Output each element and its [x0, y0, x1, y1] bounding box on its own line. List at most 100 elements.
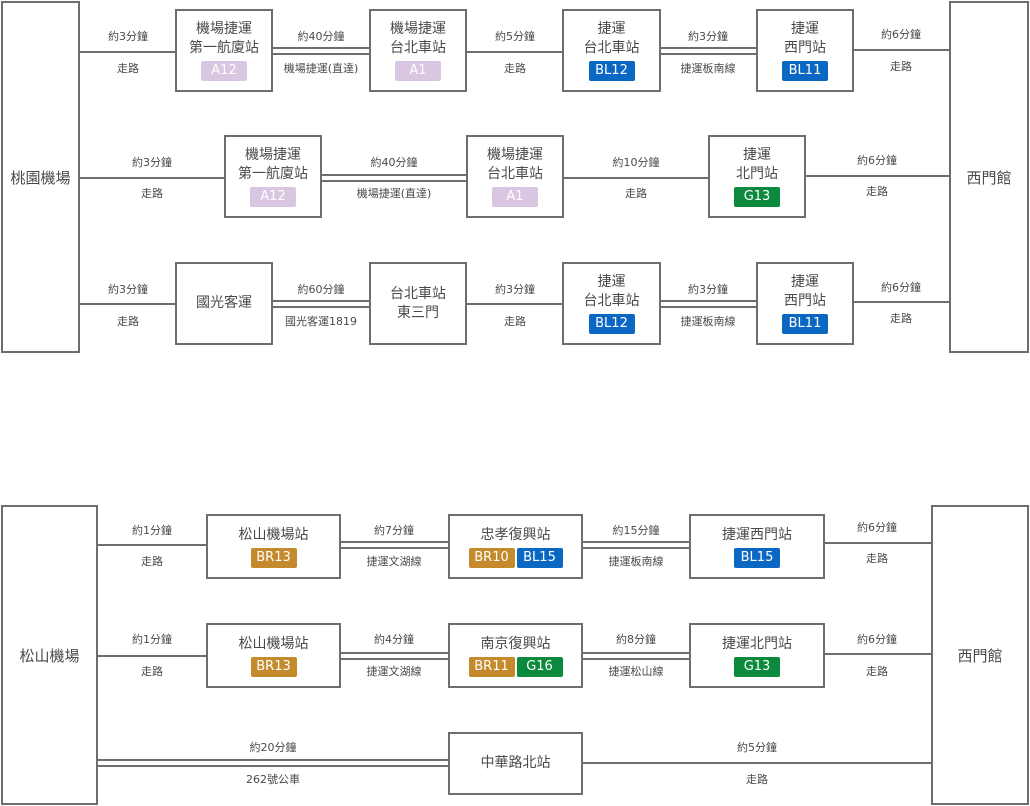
segment-time: 約3分鐘 — [688, 30, 728, 43]
line-code-badge: G13 — [734, 187, 780, 207]
line-code-badge: A1 — [395, 61, 441, 81]
segment-mode: 機場捷運(直達) — [283, 62, 359, 75]
segment-time: 約5分鐘 — [495, 30, 535, 43]
segment-mode: 走路 — [504, 315, 526, 328]
station-name: 機場捷運 — [196, 21, 252, 37]
line-code-badge: BR13 — [250, 547, 297, 568]
station-box: 捷運 西門站 BL11 — [756, 9, 854, 92]
station-name: 台北車站 — [390, 40, 446, 56]
segment-mode: 走路 — [890, 60, 912, 73]
station-name: 台北車站 — [487, 166, 543, 182]
terminal-label: 西門館 — [966, 168, 1012, 187]
station-box: 松山機場站 BR13 — [206, 623, 341, 688]
station-name: 捷運 — [791, 274, 819, 290]
segment-mode: 捷運松山線 — [608, 665, 664, 678]
line-code-badge: BR13 — [250, 656, 297, 677]
station-name: 機場捷運 — [245, 147, 301, 163]
segment-time: 約4分鐘 — [374, 633, 414, 646]
station-name: 西門站 — [784, 40, 826, 56]
station-box: 捷運北門站 G13 — [689, 623, 825, 688]
station-box: 機場捷運 第一航廈站 A12 — [224, 135, 322, 218]
segment-mode: 走路 — [141, 665, 163, 678]
station-box: 捷運 台北車站 BL12 — [562, 9, 661, 92]
segment-time: 約8分鐘 — [616, 633, 656, 646]
station-name: 捷運 — [743, 147, 771, 163]
station-name: 台北車站 — [583, 40, 640, 56]
segment-time: 約60分鐘 — [297, 283, 345, 296]
segment-time: 約1分鐘 — [132, 633, 172, 646]
station-name: 捷運 — [791, 21, 819, 37]
station-name: 中華路北站 — [480, 755, 551, 771]
station-name: 第一航廈站 — [238, 166, 308, 182]
station-name: 松山機場站 — [238, 635, 309, 652]
station-name: 捷運西門站 — [722, 526, 792, 543]
segment-time: 約1分鐘 — [132, 524, 172, 537]
segment-mode: 捷運板南線 — [680, 62, 736, 75]
station-name: 捷運 — [597, 21, 626, 37]
station-name: 台北車站 — [390, 285, 446, 302]
segment-mode: 捷運文湖線 — [366, 665, 422, 678]
station-name: 機場捷運 — [390, 21, 446, 37]
station-box: 機場捷運 第一航廈站 A12 — [175, 9, 273, 92]
segment-time: 約3分鐘 — [688, 283, 728, 296]
station-box: 捷運 西門站 BL11 — [756, 262, 854, 345]
segment-time: 約3分鐘 — [132, 156, 172, 169]
station-name: 忠孝復興站 — [480, 526, 551, 543]
segment-mode: 捷運板南線 — [608, 555, 664, 568]
segment-time: 約6分鐘 — [881, 28, 921, 41]
station-box: 松山機場站 BR13 — [206, 514, 341, 579]
station-name: 台北車站 — [583, 293, 640, 309]
line-code-badge: G16 — [516, 656, 563, 677]
station-box: 台北車站 東三門 — [369, 262, 467, 345]
line-code-badge: A12 — [201, 61, 247, 81]
line-code-badge: BL12 — [588, 61, 635, 81]
station-box: 捷運西門站 BL15 — [689, 514, 825, 579]
station-box: 捷運 北門站 G13 — [708, 135, 806, 218]
station-name: 第一航廈站 — [189, 40, 259, 56]
line-code-badge: BL12 — [588, 314, 635, 334]
line-code-badge: A1 — [492, 187, 538, 207]
segment-time: 約6分鐘 — [857, 154, 897, 167]
segment-mode: 捷運文湖線 — [366, 555, 422, 568]
station-box: 捷運 台北車站 BL12 — [562, 262, 661, 345]
terminal-ximen-bottom: 西門館 — [931, 505, 1029, 805]
segment-time: 約40分鐘 — [370, 156, 418, 169]
segment-mode: 機場捷運(直達) — [356, 187, 432, 200]
line-code-badge: BL11 — [782, 314, 828, 334]
segment-time: 約6分鐘 — [881, 281, 921, 294]
station-box: 國光客運 — [175, 262, 273, 345]
line-code-badge: BL15 — [516, 547, 563, 568]
station-box: 中華路北站 — [448, 732, 583, 795]
segment-time: 約40分鐘 — [297, 30, 345, 43]
segment-time: 約15分鐘 — [612, 524, 660, 537]
segment-mode: 捷運板南線 — [680, 315, 736, 328]
segment-mode: 走路 — [746, 773, 768, 786]
segment-mode: 走路 — [866, 185, 888, 198]
station-name: 西門站 — [784, 293, 826, 309]
station-name: 南京復興站 — [480, 635, 551, 652]
station-name: 機場捷運 — [487, 147, 543, 163]
segment-time: 約6分鐘 — [857, 521, 897, 534]
segment-mode: 走路 — [117, 315, 139, 328]
segment-mode: 走路 — [625, 187, 647, 200]
terminal-label: 桃園機場 — [10, 168, 71, 187]
segment-time: 約3分鐘 — [108, 283, 148, 296]
line-code-badge: BL11 — [782, 61, 828, 81]
station-name: 東三門 — [397, 304, 439, 321]
terminal-ximen-top: 西門館 — [949, 1, 1029, 353]
terminal-label: 西門館 — [957, 646, 1003, 665]
line-code-badge: G13 — [734, 656, 780, 677]
station-name: 北門站 — [736, 166, 778, 182]
station-box: 忠孝復興站 BR10 BL15 — [448, 514, 583, 579]
terminal-label: 松山機場 — [19, 646, 80, 665]
terminal-songshan-airport: 松山機場 — [1, 505, 98, 805]
line-code-badge: BR11 — [468, 656, 515, 677]
terminal-taoyuan-airport: 桃園機場 — [1, 1, 80, 353]
segment-mode: 走路 — [141, 555, 163, 568]
segment-mode: 走路 — [866, 552, 888, 565]
station-name: 捷運 — [597, 274, 626, 290]
station-name: 捷運北門站 — [722, 635, 792, 652]
segment-time: 約20分鐘 — [249, 741, 297, 754]
line-code-badge: A12 — [250, 187, 296, 207]
